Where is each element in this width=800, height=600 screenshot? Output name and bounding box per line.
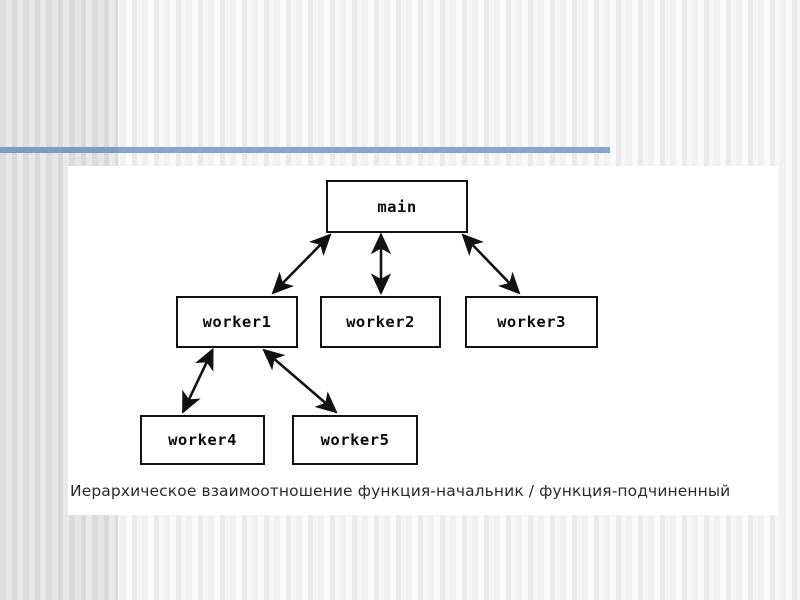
diagram-connectors <box>181 232 521 414</box>
edge-worker1-worker4 <box>181 347 214 414</box>
edge-main-worker1 <box>271 233 332 295</box>
figure-panel: main worker1 worker2 worker3 worker4 wor… <box>68 166 778 515</box>
edge-main-worker3 <box>461 233 521 295</box>
figure-caption: Иерархическое взаимоотношение функция-на… <box>70 482 731 500</box>
node-worker2[interactable]: worker2 <box>320 296 441 348</box>
node-worker4[interactable]: worker4 <box>140 415 265 465</box>
hierarchy-diagram: main worker1 worker2 worker3 worker4 wor… <box>68 166 778 476</box>
edge-worker1-worker5 <box>262 348 338 414</box>
node-main[interactable]: main <box>326 180 468 233</box>
accent-rule-divider <box>0 147 610 153</box>
node-worker3[interactable]: worker3 <box>465 296 598 348</box>
node-worker5[interactable]: worker5 <box>292 415 418 465</box>
node-worker1[interactable]: worker1 <box>176 296 298 348</box>
